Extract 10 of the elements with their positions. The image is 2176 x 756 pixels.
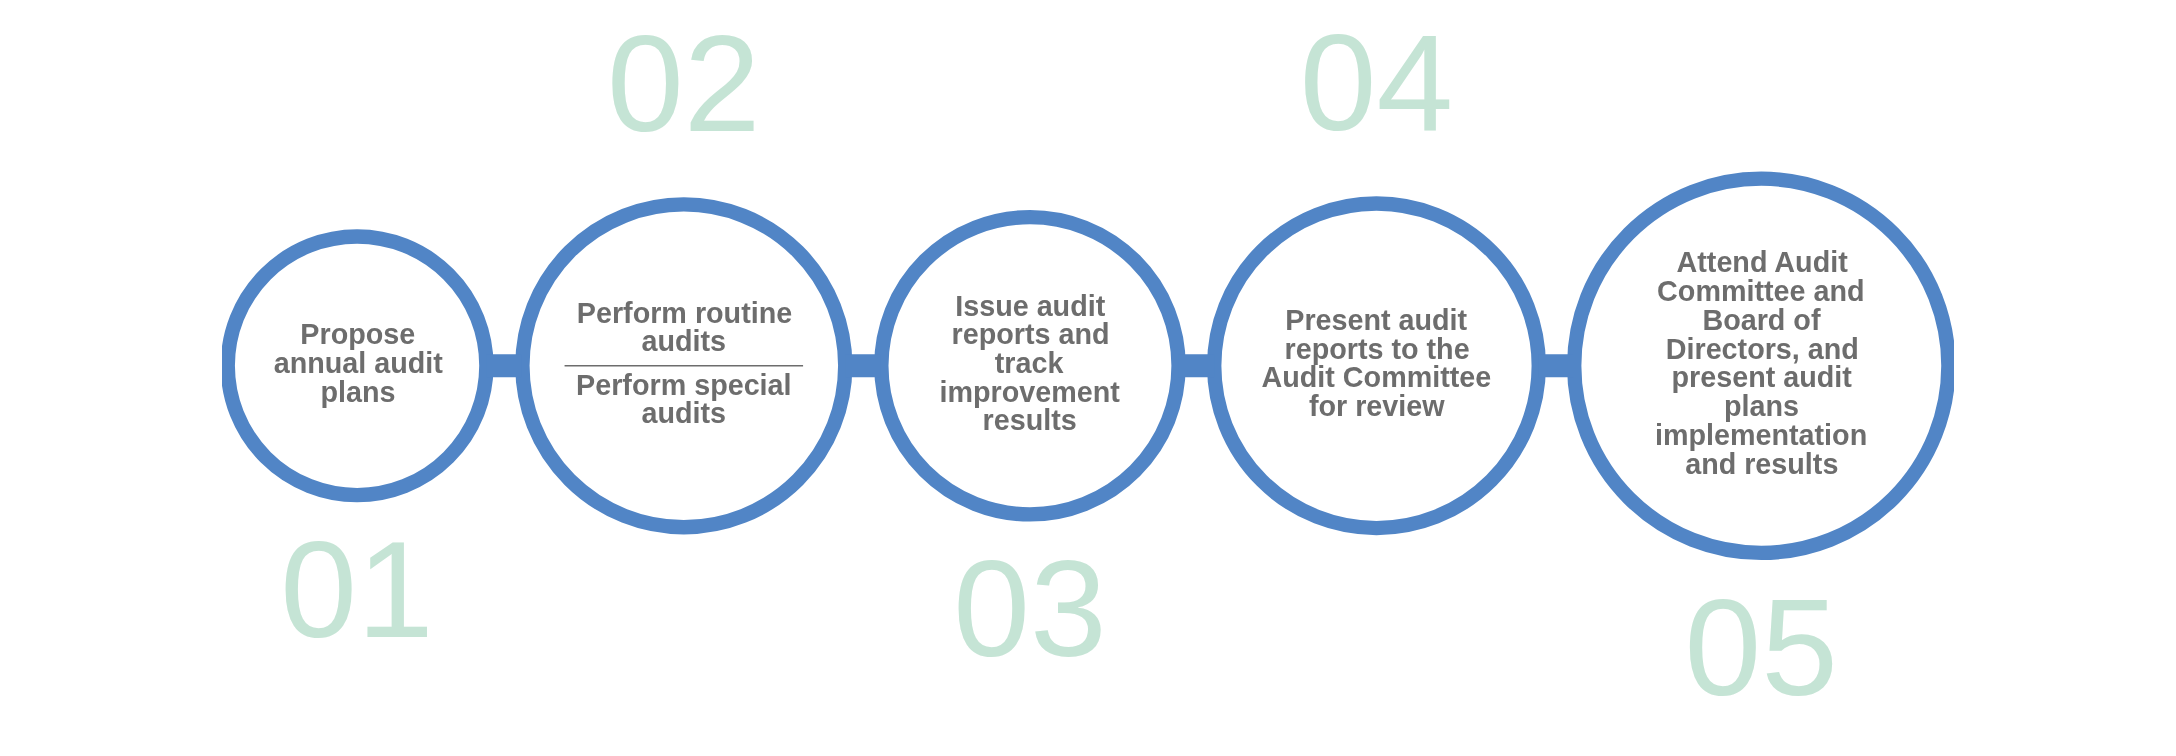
node-circle: Propose annual audit plans: [222, 229, 494, 503]
node-label: 04: [1299, 4, 1454, 159]
node-label: 02: [607, 6, 761, 161]
node-circle: Present audit reports to the Audit Committee for review: [1207, 196, 1546, 536]
node-label: 05: [1684, 569, 1839, 724]
node-circle: Perform routine audits Perform special audits: [515, 197, 853, 535]
node-circle: Attend Audit Committee and Board of Directors, and present audit plans implementation and results: [1567, 171, 1954, 561]
node-label: 03: [953, 530, 1107, 685]
node-circle: Issue audit reports and track improvement results: [874, 210, 1186, 522]
node-label: 01: [280, 512, 434, 667]
